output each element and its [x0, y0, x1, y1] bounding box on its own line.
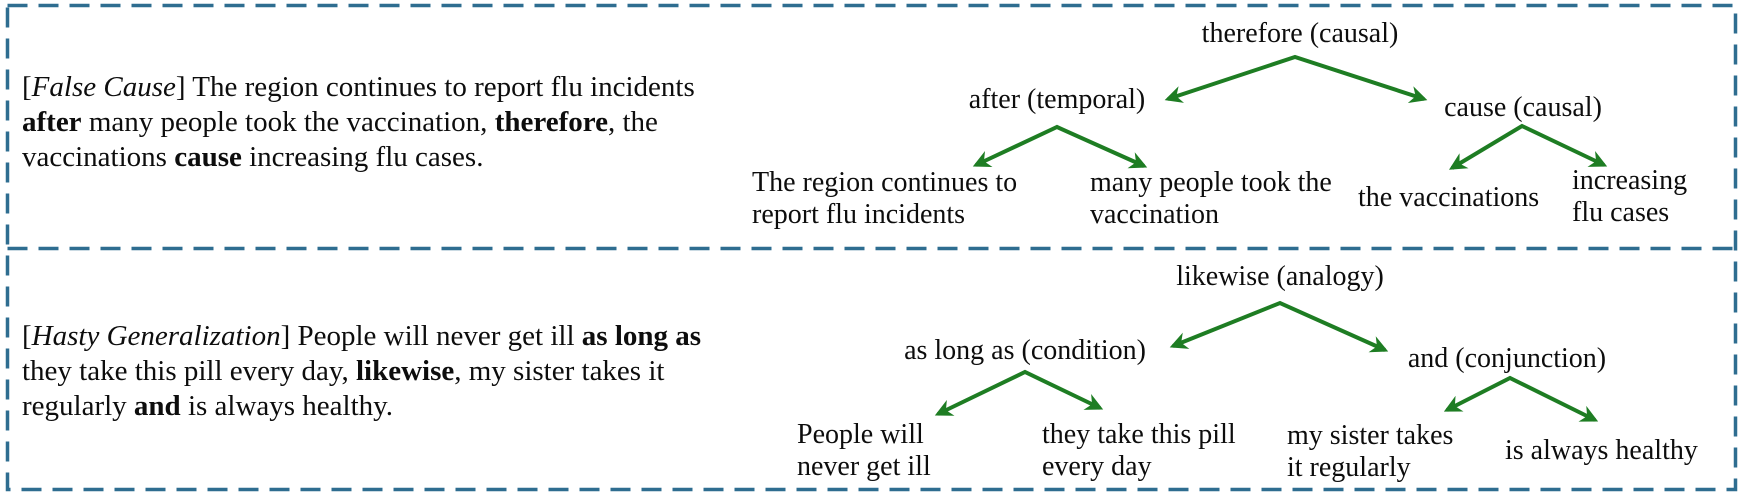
- tree-root-node: therefore (causal): [1201, 18, 1399, 49]
- fallacy-sentence-false-cause: [False Cause] The region continues to re…: [22, 71, 695, 173]
- tree1-left-branches: [972, 124, 1148, 169]
- tree-root-node: likewise (analogy): [1176, 261, 1384, 292]
- tree1-right-branches: [1448, 123, 1608, 170]
- tree-leaf-node: they take this pill every day: [1042, 419, 1236, 482]
- tree-connective-node: and (conjunction): [1407, 343, 1607, 374]
- tree1-root-branches: [1164, 54, 1428, 104]
- tree-leaf-node: is always healthy: [1505, 435, 1698, 466]
- tree-leaf-node: my sister takes it regularly: [1287, 420, 1454, 483]
- tree-connective-node: after (temporal): [968, 84, 1146, 115]
- tree-connective-node: cause (causal): [1444, 92, 1602, 123]
- tree2-right-branches: [1443, 375, 1599, 422]
- tree-leaf-node: increasing flu cases: [1572, 165, 1688, 228]
- tree-leaf-node: the vaccinations: [1358, 182, 1540, 213]
- tree-leaf-node: many people took the vaccination: [1090, 167, 1332, 230]
- tree2-root-branches: [1169, 300, 1389, 353]
- tree-leaf-node: People will never get ill: [797, 419, 931, 482]
- tree-leaf-node: The region continues to report flu incid…: [752, 167, 1018, 230]
- tree2-left-branches: [934, 369, 1104, 416]
- tree-connective-node: as long as (condition): [904, 335, 1146, 366]
- fallacy-sentence-hasty-generalization: [Hasty Generalization] People will never…: [22, 320, 702, 422]
